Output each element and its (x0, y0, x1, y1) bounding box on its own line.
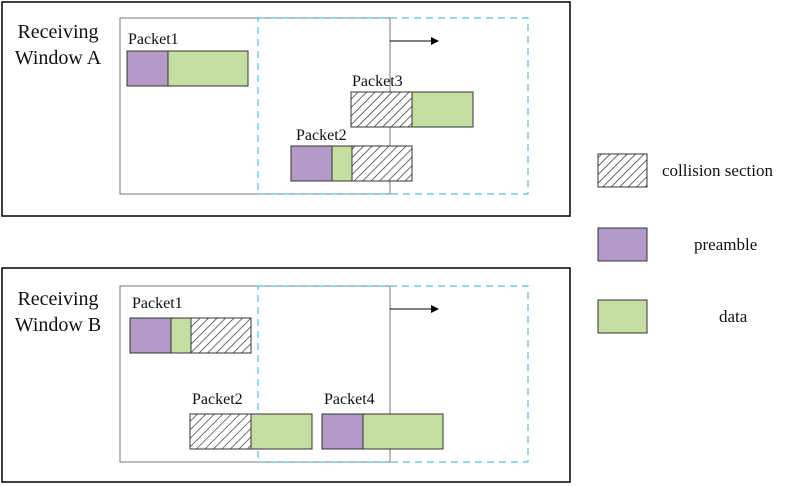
legend: collision section preamble data (597, 153, 773, 334)
window-b-shifted-frame (257, 285, 529, 463)
window-b-packet1-data (170, 317, 192, 354)
window-b-packet1-collision (190, 317, 252, 354)
window-b-current-frame (119, 285, 391, 463)
window-a-packet2-preamble (290, 145, 333, 182)
window-b-packet1-label: Packet1 (132, 295, 183, 312)
legend-preamble-swatch (597, 227, 648, 262)
window-a-packet2-collision (351, 145, 413, 182)
window-b-packet2-data (250, 413, 313, 450)
window-a-label-line1: Receiving (17, 21, 98, 43)
legend-preamble-label: preamble (694, 235, 757, 254)
panel-b-frame (1, 267, 571, 483)
panel-a-frame (1, 1, 571, 217)
window-a-packet2-label: Packet2 (296, 127, 347, 144)
window-b-packet4-data (362, 413, 444, 450)
legend-collision-swatch (597, 153, 648, 188)
legend-collision-label: collision section (662, 161, 773, 180)
window-b-packet2-label: Packet2 (192, 391, 243, 408)
window-a-packet2-data (331, 145, 353, 182)
window-a-packet3-label: Packet3 (352, 73, 403, 90)
window-b-packet4-preamble (321, 413, 364, 450)
window-b-packet1-preamble (129, 317, 172, 354)
window-a-label-line2: Window A (15, 47, 102, 69)
window-a-packet1-data (167, 50, 249, 87)
legend-data-label: data (719, 307, 748, 326)
window-b-label-line2: Window B (15, 314, 101, 336)
window-a-packet1-preamble (126, 50, 169, 87)
window-a-shifted-frame (257, 17, 529, 195)
window-b-packet2-collision (189, 413, 252, 450)
window-a-packet3-collision (350, 91, 413, 128)
window-b-label-line1: Receiving (17, 288, 98, 310)
panel-window-a: Receiving Window A Packet1 Packet3 Packe… (1, 1, 571, 217)
window-b-packet4-label: Packet4 (324, 391, 375, 408)
legend-data-swatch (597, 299, 648, 334)
window-a-packet3-data (411, 91, 474, 128)
window-a-packet1-label: Packet1 (128, 31, 179, 48)
panel-window-b: Receiving Window B Packet1 Packet2 Packe… (1, 267, 571, 483)
